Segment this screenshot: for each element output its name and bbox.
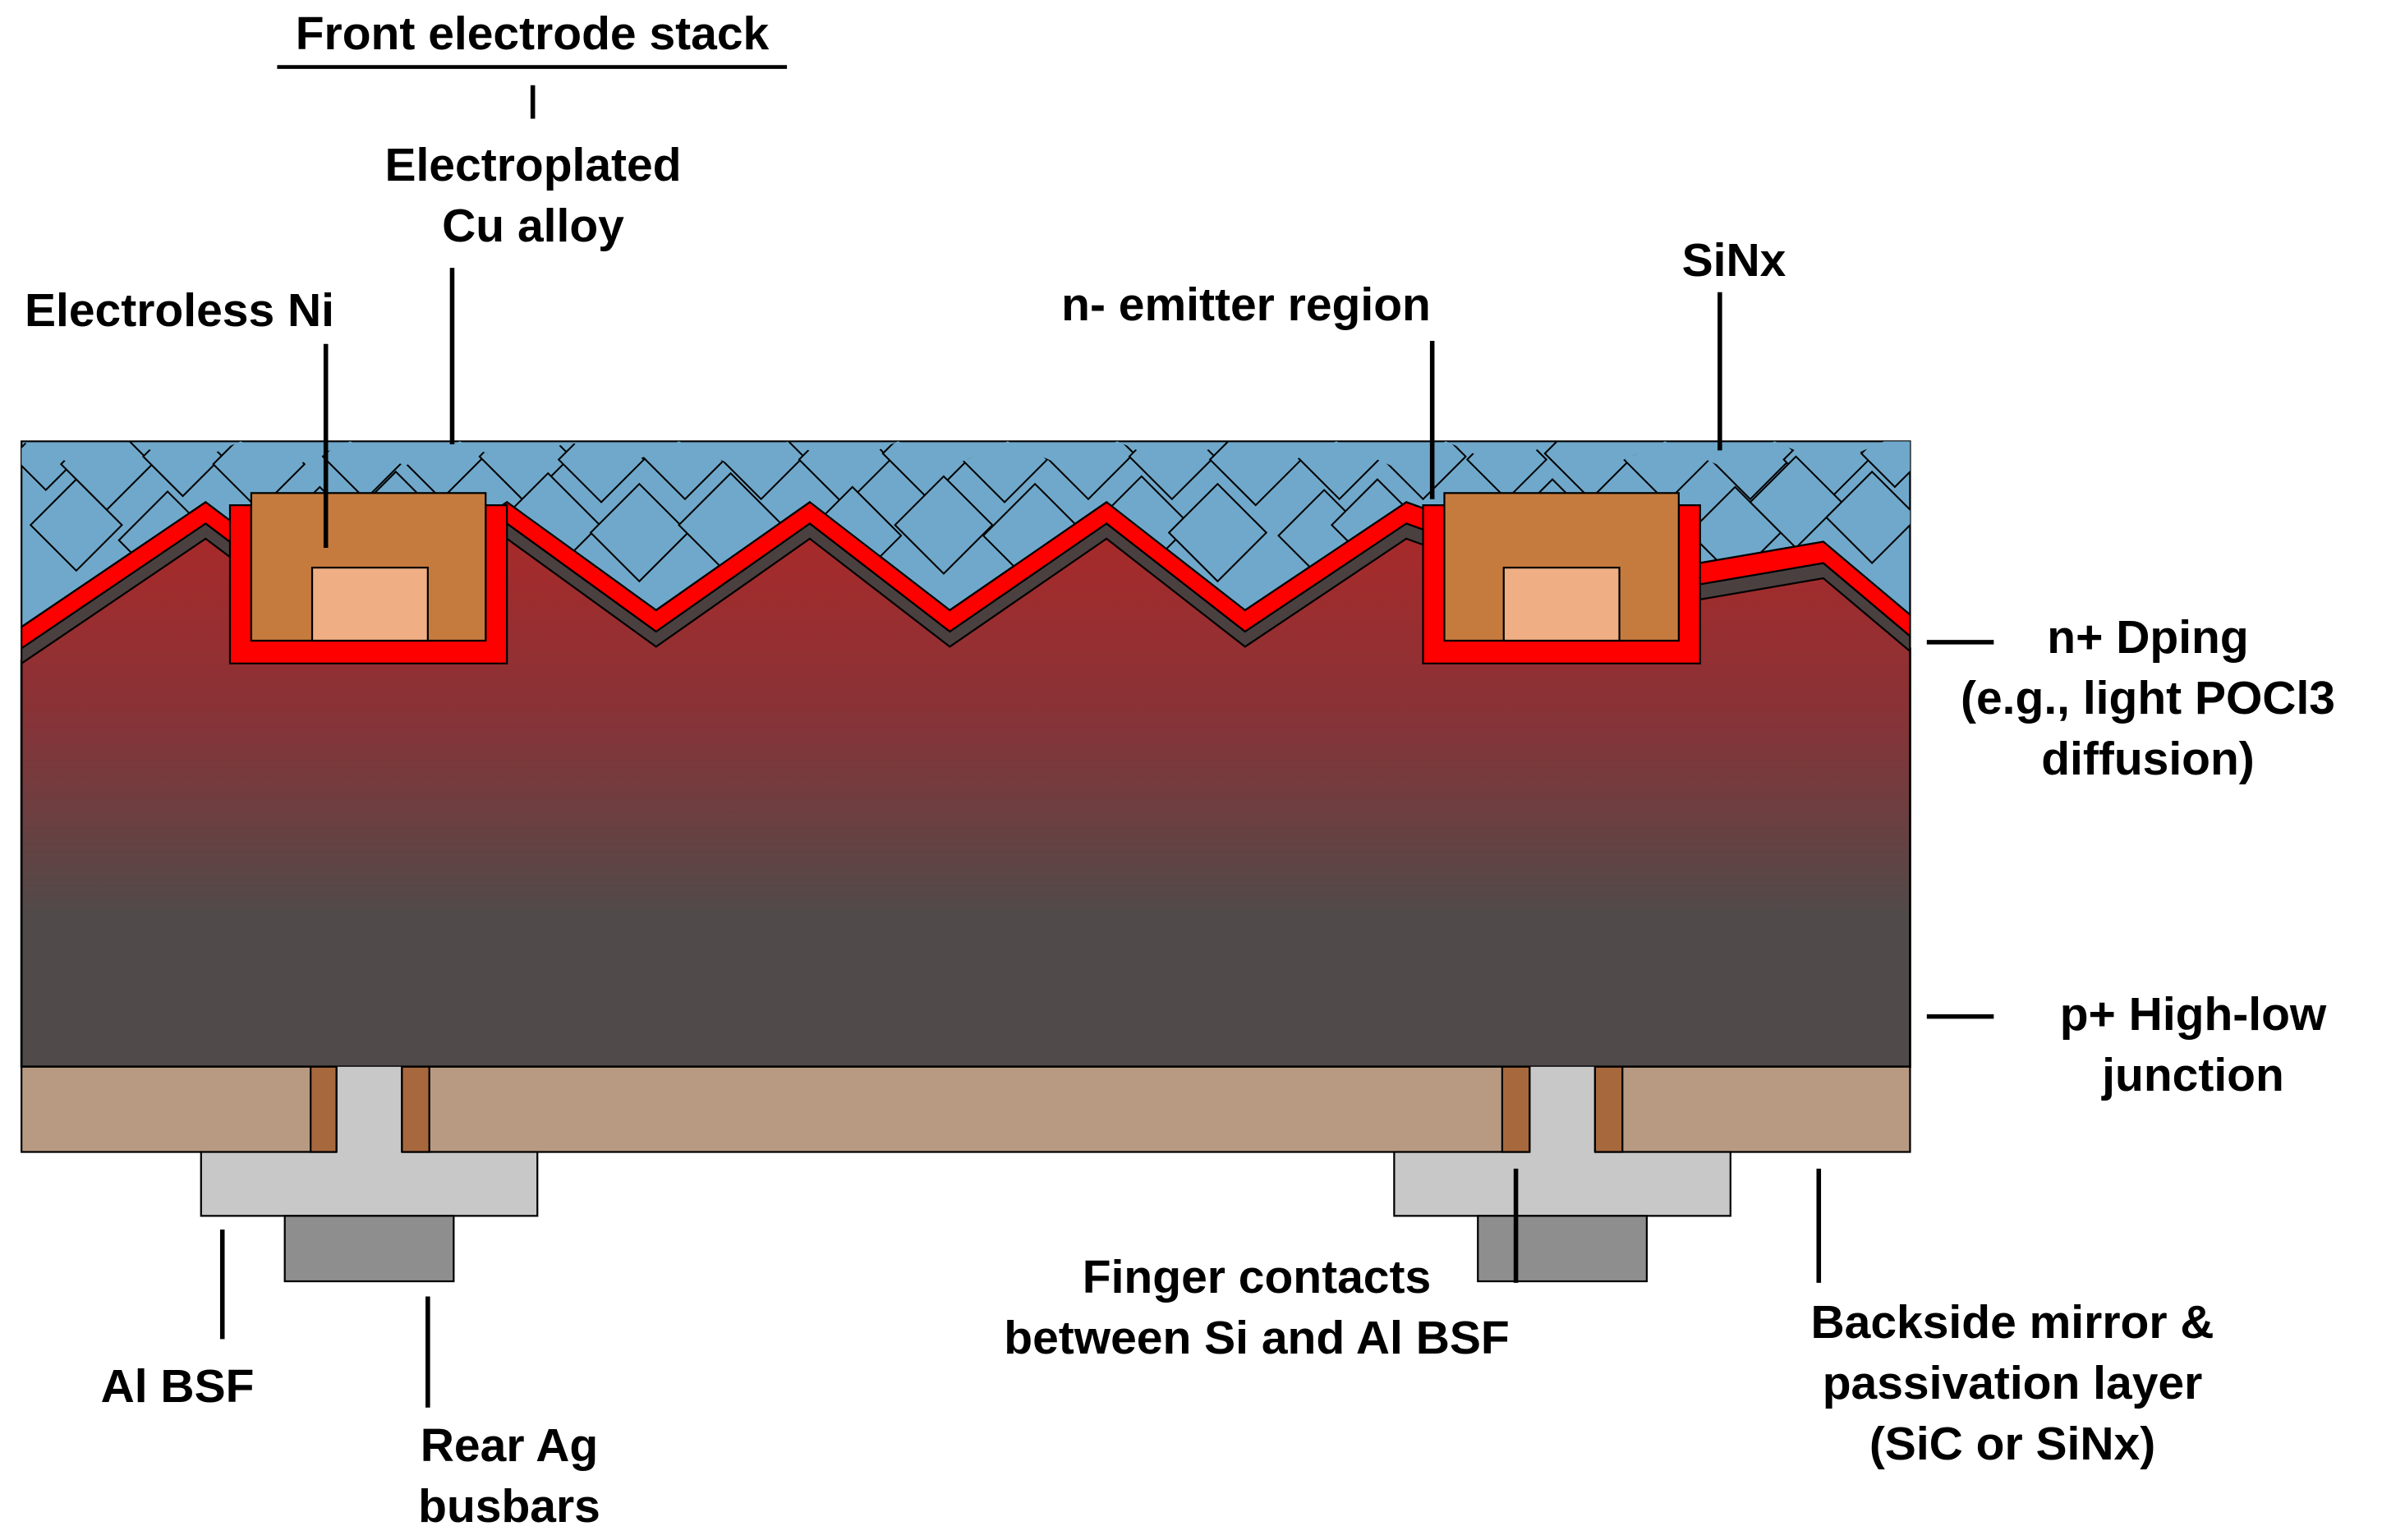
al-bsf-via <box>1529 1066 1595 1154</box>
label-line: Finger contacts <box>1082 1251 1432 1303</box>
label-line: Rear Ag <box>420 1419 599 1472</box>
finger-contact <box>310 1065 338 1153</box>
label-line: diffusion) <box>2041 733 2255 785</box>
label-sinx: SiNx <box>1681 234 1786 287</box>
sinx-pyramid <box>1167 482 1268 583</box>
sinx-antireflection-layer <box>21 440 1911 629</box>
label-line: (SiC or SiNx) <box>1869 1418 2156 1470</box>
finger-contact <box>1593 1065 1624 1153</box>
front-contact-right <box>1443 492 1680 642</box>
label-backside-mirror: Backside mirror & passivation layer (SiC… <box>1717 1292 2308 1474</box>
sinx-pyramid <box>1825 470 1911 564</box>
label-finger-contacts: Finger contacts between Si and Al BSF <box>928 1247 1585 1368</box>
label-p-plus-junction: p+ High-low junction <box>1971 984 2382 1106</box>
sinx-pyramid <box>1292 441 1386 501</box>
label-electroplated-cu-alloy: Electroplated Cu alloy <box>287 135 779 256</box>
al-bsf-via-outline <box>1529 1066 1597 1152</box>
n-plus-doping-layer <box>21 501 1911 650</box>
label-line: between Si and Al BSF <box>1004 1312 1510 1364</box>
rear-ag-busbar <box>1477 1215 1649 1283</box>
al-bsf-via <box>336 1066 402 1154</box>
label-line: p+ High-low <box>2059 988 2327 1041</box>
label-line: Backside mirror & <box>1810 1296 2214 1349</box>
al-bsf-via-outline <box>335 1066 403 1152</box>
al-bsf-contact <box>200 1151 539 1217</box>
label-line: Electroplated <box>384 139 682 191</box>
label-line: n+ Dping <box>2047 611 2249 664</box>
label-line: (e.g., light POCl3 <box>1960 672 2336 724</box>
label-al-bsf: Al BSF <box>100 1360 255 1413</box>
sinx-pyramid <box>637 441 732 501</box>
label-front-electrode-stack: Front electrode stack <box>295 7 770 60</box>
sinx-pyramid <box>1703 441 1797 501</box>
ni-seed-layer <box>1502 566 1621 642</box>
label-electroless-ni: Electroless Ni <box>25 284 335 337</box>
finger-contact <box>401 1065 430 1153</box>
label-line: Cu alloy <box>442 200 624 252</box>
ni-seed-layer <box>310 566 429 642</box>
sinx-pyramid <box>894 475 994 575</box>
rear-passivation-layer <box>21 1065 1911 1153</box>
leader-lines <box>219 85 1994 1408</box>
label-n-emitter-region: n- emitter region <box>1061 278 1431 331</box>
al-bsf-contact <box>1393 1151 1731 1217</box>
label-line: junction <box>2102 1049 2284 1101</box>
rear-ag-busbar <box>283 1215 455 1283</box>
label-rear-ag-busbars: Rear Ag busbars <box>386 1415 632 1537</box>
finger-contact <box>1501 1065 1531 1153</box>
front-contact-left <box>250 492 487 642</box>
label-line: busbars <box>418 1480 600 1533</box>
sinx-pyramid <box>29 478 123 572</box>
label-line: passivation layer <box>1822 1357 2203 1409</box>
sinx-pyramid <box>589 482 690 583</box>
label-n-plus-doping: n+ Dping (e.g., light POCl3 diffusion) <box>1926 607 2370 789</box>
